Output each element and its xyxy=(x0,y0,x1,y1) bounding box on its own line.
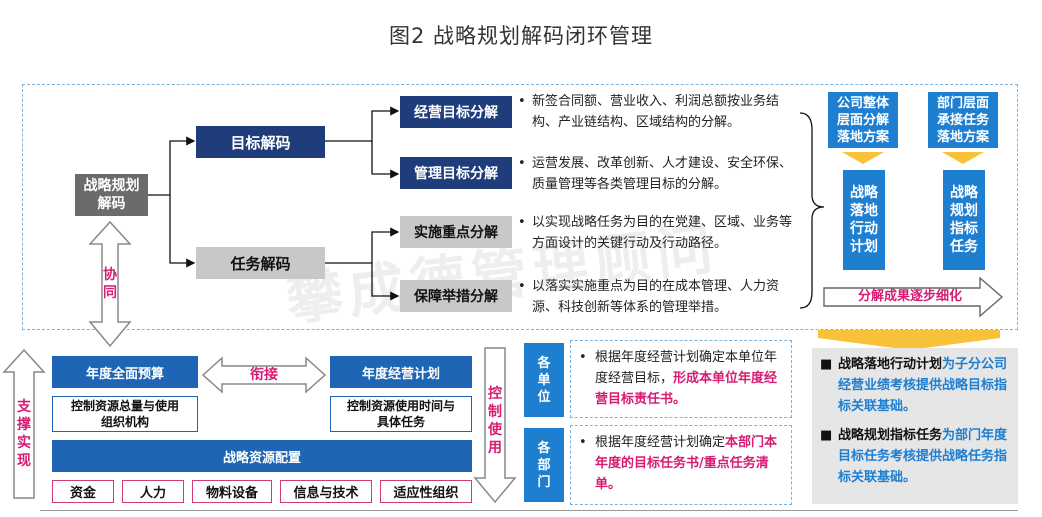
note-item: ■ 战略落地行动计划为子分公司经营业绩考核提供战略目标指标关联基础。 xyxy=(820,354,1010,417)
bullet: • xyxy=(579,350,587,365)
bullet: • xyxy=(518,215,526,230)
implementation-focus-node: 实施重点分解 xyxy=(400,216,512,248)
units-text-box: • 根据年度经营计划确定本单位年度经营目标，形成本单位年度经营目标责任书。 xyxy=(570,340,792,418)
bullet: • xyxy=(518,279,526,294)
bottom-rule xyxy=(40,510,1018,511)
management-goal-node: 管理目标分解 xyxy=(400,157,512,189)
resource-config-bar: 战略资源配置 xyxy=(52,440,472,472)
desc-text: 以实现战略任务为目的在党建、区域、业务等方面设计的关键行动及行动路径。 xyxy=(532,215,793,251)
decoding-panel xyxy=(22,84,1018,330)
page-title: 图2 战略规划解码闭环管理 xyxy=(388,24,654,48)
desc-text: 新签合同额、营业收入、利润总额按业务结构、产业链结构、区域结构的分解。 xyxy=(532,94,780,130)
units-text: 根据年度经营计划确定本单位年度经营目标， xyxy=(595,350,778,386)
task-decoding-node: 任务解码 xyxy=(196,247,325,279)
note-highlight: 为部门年度目标任务考核提供战略任务指标关联基础。 xyxy=(838,428,1008,485)
units-highlight: 形成本单位年度经营目标责任书。 xyxy=(595,371,778,407)
desc-text: 以落实实施重点为目的在成本管理、人力资源、科技创新等体系的管理举措。 xyxy=(532,279,780,315)
safeguard-measure-node: 保障举措分解 xyxy=(400,280,512,312)
annual-budget-node: 年度全面预算 xyxy=(52,356,198,388)
square-bullet: ■ xyxy=(820,357,833,372)
resource-info-tech: 信息与技术 xyxy=(280,480,372,503)
note-highlight: 为子分公司经营业绩考核提供战略目标指标关联基础。 xyxy=(838,357,1008,414)
coordination-label: 协 同 xyxy=(103,267,117,301)
control-label: 控 制 使 用 xyxy=(488,386,502,456)
implementation-focus-desc: • 以实现战略任务为目的在党建、区域、业务等方面设计的关键行动及行动路径。 xyxy=(518,212,798,254)
note-item: ■ 战略规划指标任务为部门年度目标任务考核提供战略任务指标关联基础。 xyxy=(820,425,1010,488)
square-bullet: ■ xyxy=(820,428,833,443)
strategy-indicator-task-column: 战略 规划 指标 任务 xyxy=(943,170,985,270)
resource-adaptive-org: 适应性组织 xyxy=(380,480,472,503)
resource-manpower: 人力 xyxy=(122,480,184,503)
resource-capital: 资金 xyxy=(52,480,114,503)
notes-panel: ■ 战略落地行动计划为子分公司经营业绩考核提供战略目标指标关联基础。 ■ 战略规… xyxy=(812,348,1018,504)
departments-highlight: 本部门本年度的目标任务书/重点任务清单。 xyxy=(595,435,778,492)
bullet: • xyxy=(518,156,526,171)
bullet: • xyxy=(518,94,526,109)
management-goal-desc: • 运营发展、改革创新、人才建设、安全环保、质量管理等各类管理目标的分解。 xyxy=(518,153,798,195)
strategy-action-plan-column: 战略 落地 行动 计划 xyxy=(843,170,885,270)
desc-text: 运营发展、改革创新、人才建设、安全环保、质量管理等各类管理目标的分解。 xyxy=(532,156,793,192)
business-goal-node: 经营目标分解 xyxy=(400,96,512,128)
root-node: 战略规划 解码 xyxy=(75,174,148,216)
goal-decoding-node: 目标解码 xyxy=(196,126,325,158)
departments-text: 根据年度经营计划确定 xyxy=(595,435,726,450)
bullet: • xyxy=(579,435,587,450)
note-text: 战略规划指标任务 xyxy=(838,428,943,443)
resource-materials: 物料设备 xyxy=(192,480,272,503)
annual-plan-node: 年度经营计划 xyxy=(330,356,472,388)
department-plan-header: 部门层面 承接任务 落地方案 xyxy=(928,92,998,148)
note-text: 战略落地行动计划 xyxy=(838,357,943,372)
plan-sub-box: 控制资源使用时间与 具体任务 xyxy=(330,396,472,432)
connect-label: 衔接 xyxy=(250,367,278,383)
support-label: 支 撑 实 现 xyxy=(17,399,31,469)
business-goal-desc: • 新签合同额、营业收入、利润总额按业务结构、产业链结构、区域结构的分解。 xyxy=(518,91,798,133)
departments-label: 各 部 门 xyxy=(524,428,564,502)
progress-label: 分解成果逐步细化 xyxy=(857,289,962,304)
budget-sub-box: 控制资源总量与使用 组织机构 xyxy=(52,396,198,432)
departments-text-box: • 根据年度经营计划确定本部门本年度的目标任务书/重点任务清单。 xyxy=(570,425,792,505)
company-plan-header: 公司整体 层面分解 落地方案 xyxy=(828,92,898,148)
units-label: 各 单 位 xyxy=(524,343,564,417)
safeguard-measure-desc: • 以落实实施重点为目的在成本管理、人力资源、科技创新等体系的管理举措。 xyxy=(518,276,798,318)
